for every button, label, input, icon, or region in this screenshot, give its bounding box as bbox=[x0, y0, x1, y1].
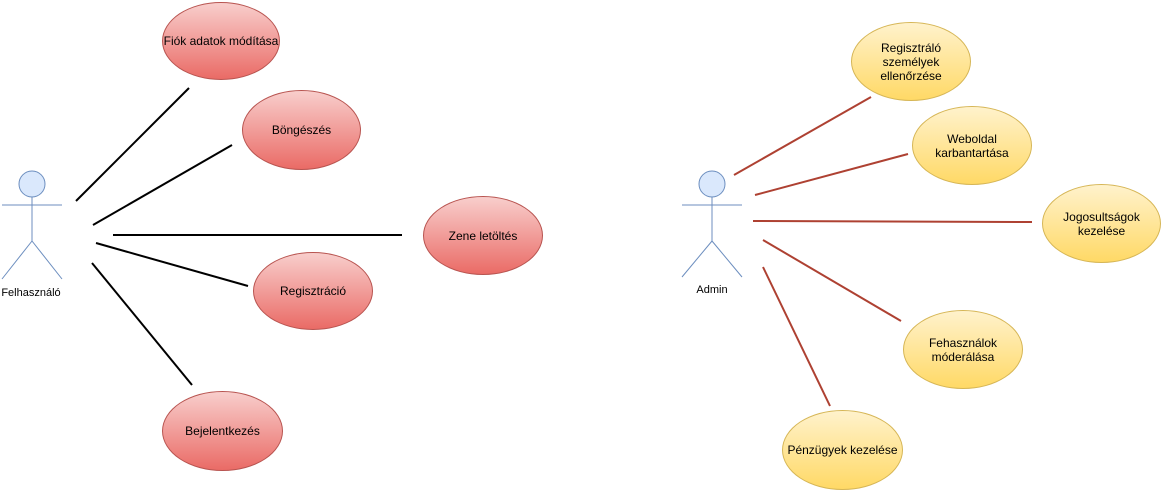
actor-user-right-leg bbox=[31, 240, 63, 280]
use-case-fiok-adatok[interactable]: Fiók adatok módítása bbox=[162, 2, 280, 80]
assoc-admin-penzugyek bbox=[762, 266, 831, 407]
use-case-regisztralo-ellenorzese[interactable]: Regisztráló személyek ellenőrzése bbox=[851, 22, 971, 101]
use-case-label: Fehasználok móderálása bbox=[928, 335, 998, 364]
use-case-label: Regisztráló személyek ellenőrzése bbox=[880, 40, 942, 83]
use-case-bongeszes[interactable]: Böngészés bbox=[242, 90, 361, 170]
actor-admin-label: Admin bbox=[696, 284, 728, 296]
use-case-label: Bejelentkezés bbox=[185, 424, 260, 438]
actor-admin-figure bbox=[681, 170, 743, 278]
use-case-label: Pénzügyek kezelése bbox=[787, 443, 898, 457]
use-case-penzugyek-kezelese[interactable]: Pénzügyek kezelése bbox=[782, 410, 903, 490]
use-case-label: Jogosultságok kezelése bbox=[1063, 209, 1140, 238]
use-case-label: Böngészés bbox=[271, 123, 332, 137]
use-case-label: Fiók adatok módítása bbox=[163, 34, 279, 48]
use-case-label: Weboldal karbantartása bbox=[935, 131, 1009, 160]
actor-admin-right-leg bbox=[711, 240, 743, 278]
actor-admin-left-leg bbox=[681, 240, 713, 278]
use-case-zene-letoltes[interactable]: Zene letöltés bbox=[423, 196, 543, 275]
actor-user-head bbox=[18, 170, 46, 198]
use-case-label: Zene letöltés bbox=[448, 228, 518, 243]
assoc-user-fiok bbox=[75, 87, 190, 202]
use-case-label: Regisztráció bbox=[279, 284, 347, 298]
assoc-user-bejelentkezes bbox=[91, 262, 193, 386]
use-case-jogosultsagok-kezelese[interactable]: Jogosultságok kezelése bbox=[1042, 184, 1161, 263]
use-case-weboldal-karbantartasa[interactable]: Weboldal karbantartása bbox=[912, 106, 1032, 185]
use-case-bejelentkezes[interactable]: Bejelentkezés bbox=[162, 391, 283, 471]
assoc-admin-weboldal bbox=[754, 153, 909, 196]
assoc-admin-fehasznalok bbox=[762, 239, 902, 322]
actor-admin-head bbox=[698, 170, 726, 198]
assoc-admin-regisztralo bbox=[733, 96, 872, 176]
assoc-user-regisztracio bbox=[95, 242, 249, 287]
use-case-fehasznalok-moderalasa[interactable]: Fehasználok móderálása bbox=[903, 310, 1023, 389]
actor-user-label: Felhasználó bbox=[1, 287, 61, 299]
actor-user-left-leg bbox=[1, 240, 33, 280]
actor-user-figure bbox=[1, 170, 63, 280]
assoc-user-bongeszes bbox=[92, 144, 233, 226]
use-case-regisztracio[interactable]: Regisztráció bbox=[253, 252, 373, 330]
assoc-admin-jogosultsagok bbox=[752, 220, 1033, 223]
